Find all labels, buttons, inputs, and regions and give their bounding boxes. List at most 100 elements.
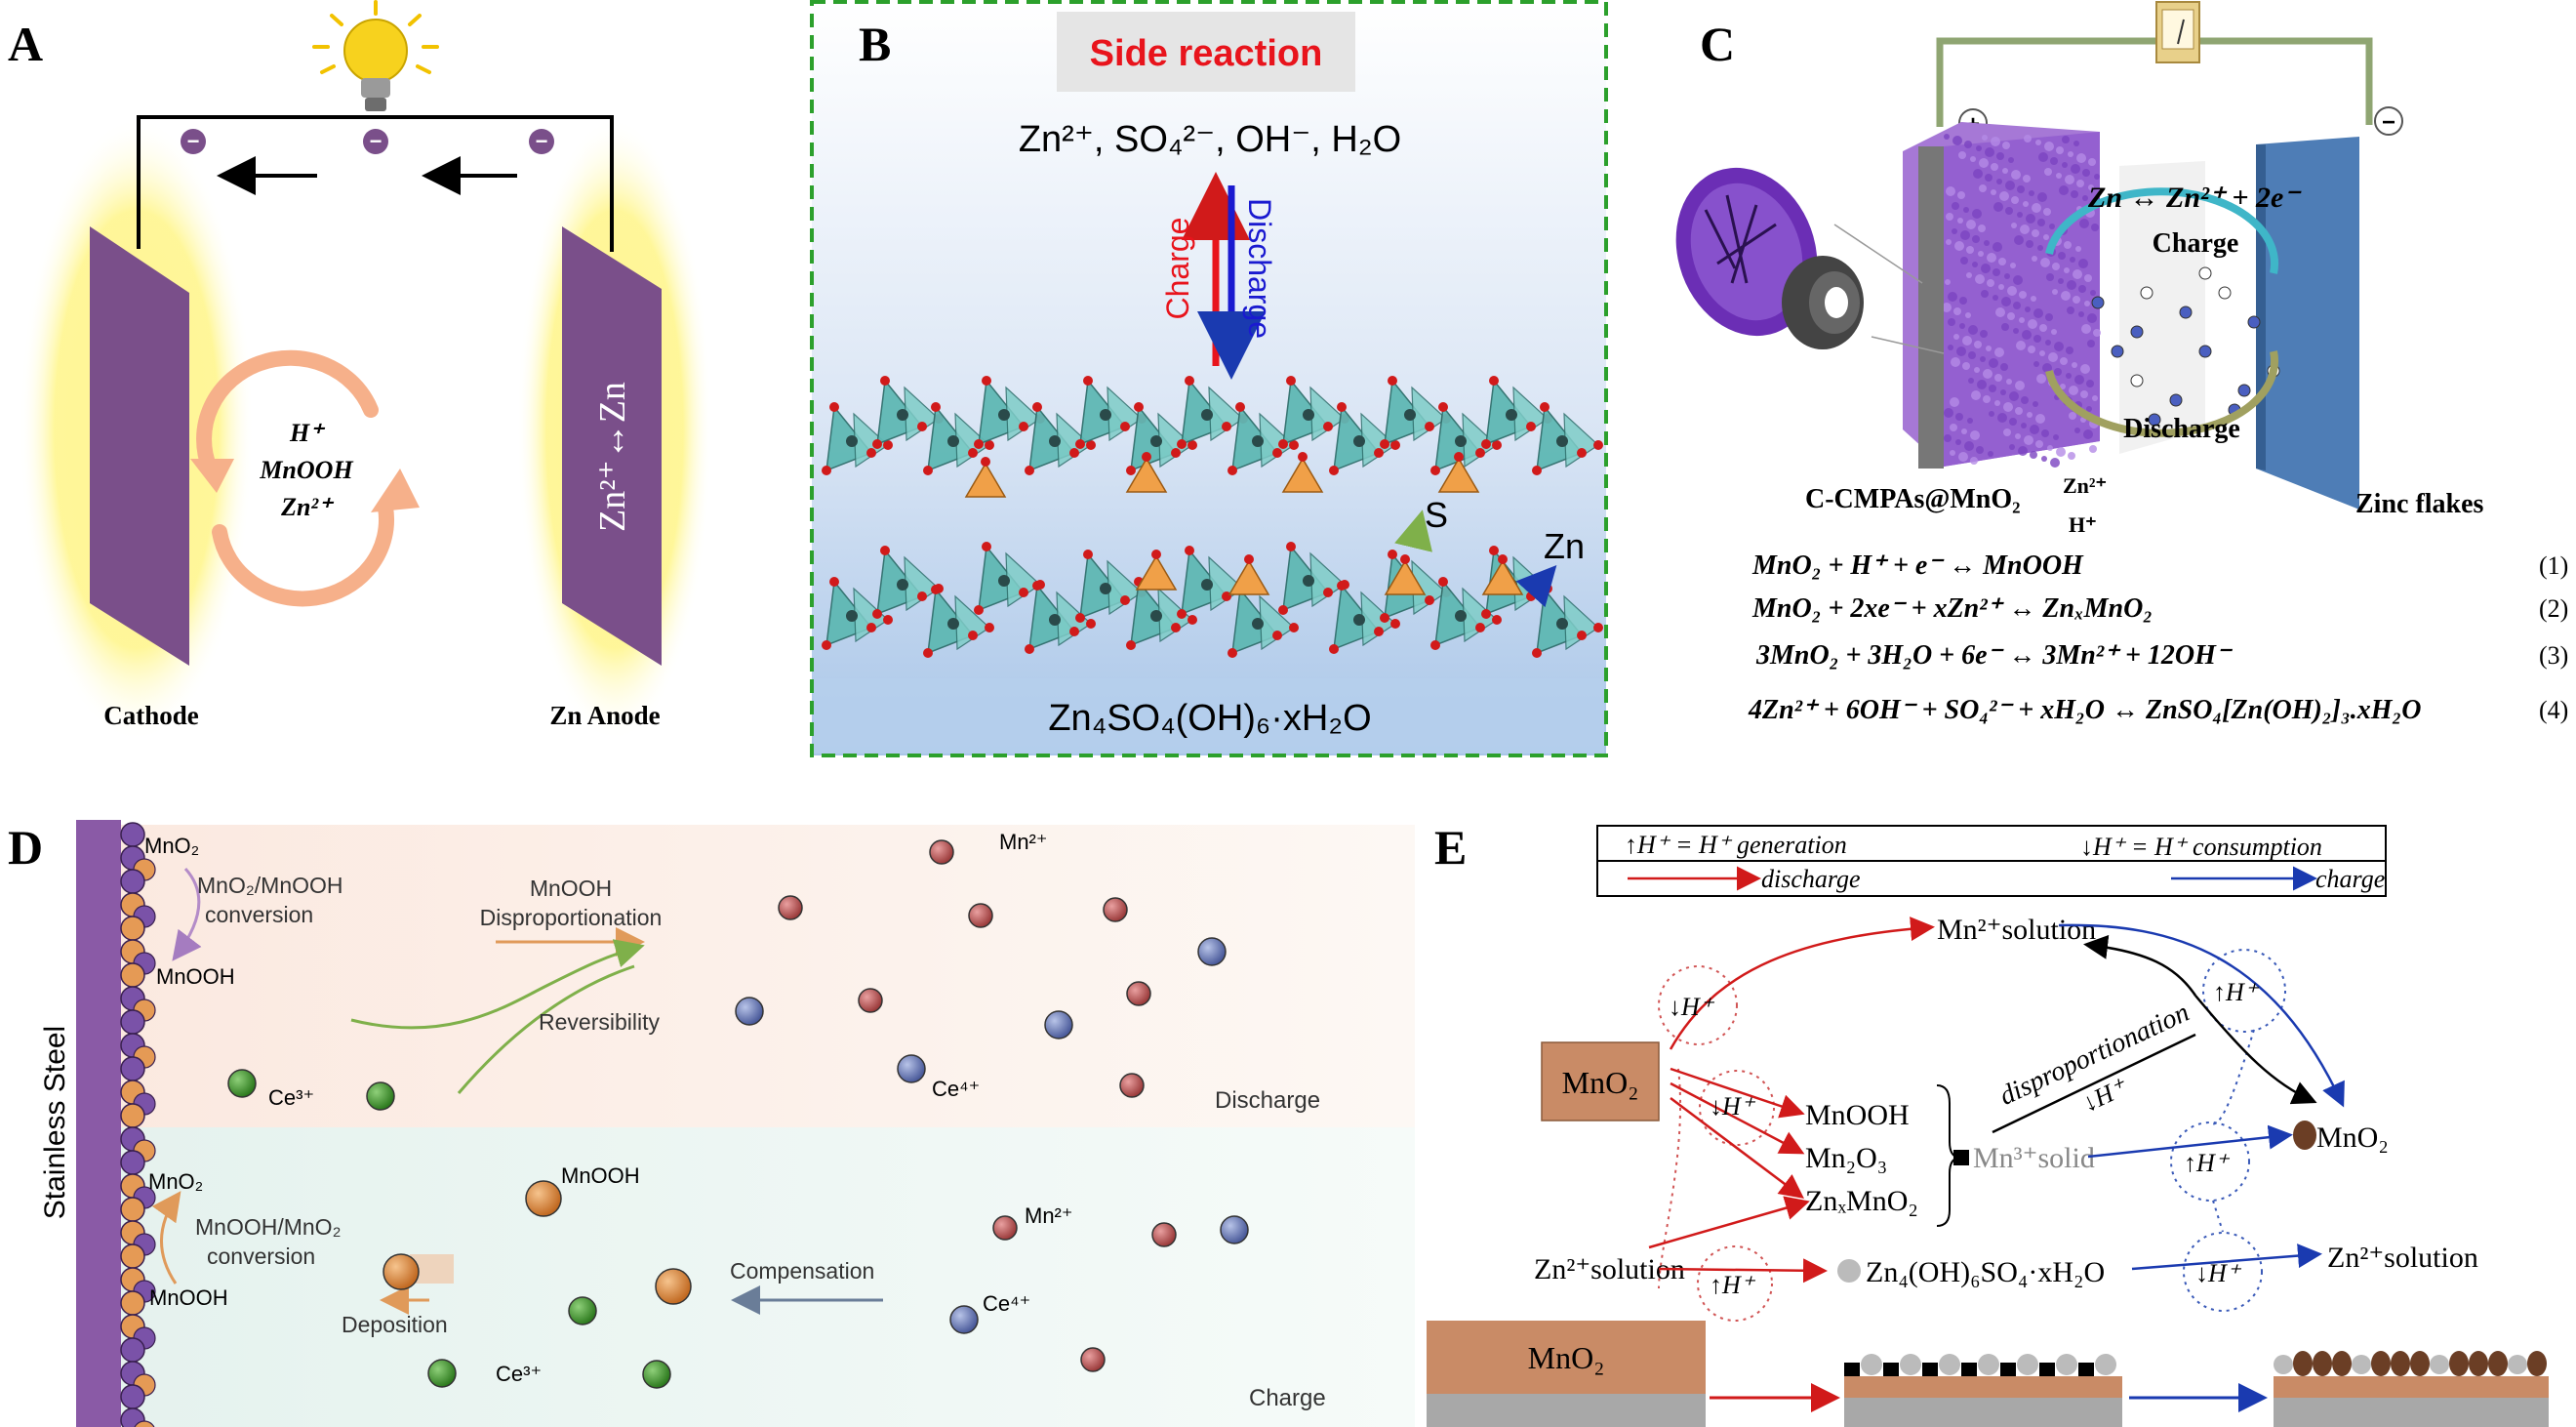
texture-dot — [1987, 253, 1996, 263]
texture-dot — [1959, 323, 1965, 329]
dispro-to-mno2-arrow — [2194, 995, 2317, 1105]
texture-dot — [1960, 257, 1968, 265]
anode-reaction-label: Zn²⁺↔Zn — [592, 382, 633, 532]
ion-dot — [2130, 325, 2144, 339]
ce3-ion — [227, 1069, 257, 1098]
texture-dot — [2078, 311, 2084, 317]
texture-dot — [1974, 367, 1980, 373]
texture-dot — [1957, 218, 1963, 224]
zn-atom — [1455, 435, 1467, 447]
oxygen-atom — [1532, 648, 1542, 658]
oxygen-atom — [1526, 591, 1536, 601]
texture-dot — [1982, 135, 1988, 141]
oxygen-atom — [1069, 627, 1079, 636]
texture-dot — [2059, 185, 2069, 195]
texture-dot — [1964, 141, 1972, 148]
texture-dot — [2001, 297, 2011, 306]
zn-atom — [897, 579, 908, 591]
oxygen-atom — [923, 466, 933, 475]
texture-dot — [1979, 184, 1987, 192]
texture-dot — [2056, 146, 2064, 154]
mn2-ion — [778, 895, 803, 920]
zn-atom — [947, 435, 959, 447]
anode-equation: Zn ↔ Zn²⁺ + 2e⁻ — [2087, 182, 2302, 214]
electrode-particle — [134, 1420, 155, 1427]
texture-dot — [2033, 361, 2039, 367]
texture-dot — [2043, 234, 2049, 240]
texture-dot — [2064, 267, 2070, 273]
ce4-bot-label: Ce⁴⁺ — [983, 1291, 1030, 1316]
oxygen-atom — [1593, 440, 1603, 450]
mn3-particle — [2000, 1363, 2016, 1376]
texture-dot — [2050, 458, 2060, 468]
oxygen-atom — [1171, 623, 1181, 632]
texture-dot — [1946, 213, 1953, 221]
oxygen-atom — [1329, 466, 1339, 475]
texture-dot — [2024, 135, 2032, 143]
mn3-particle — [1961, 1363, 1977, 1376]
texture-dot — [1977, 380, 1987, 389]
oxygen-atom — [1388, 550, 1397, 559]
oxygen-atom — [1177, 609, 1187, 619]
h-label-3: ↑H⁺ — [2213, 978, 2260, 1006]
zn-to-zhs-arrow — [1658, 1258, 1828, 1284]
texture-dot — [2093, 329, 2101, 337]
zn-atom — [1303, 409, 1314, 421]
side-reaction-box — [1057, 12, 1355, 92]
texture-dot — [2071, 190, 2078, 198]
equation-list: MnO₂ + H⁺ + e⁻ ↔ MnOOH (1) MnO₂ + 2xe⁻ +… — [1748, 550, 2568, 725]
zn-atom — [1201, 579, 1213, 591]
texture-dot — [2060, 357, 2068, 365]
texture-dot — [1974, 341, 1982, 348]
texture-dot — [2068, 452, 2075, 460]
legend-discharge: discharge — [1761, 865, 1861, 893]
texture-dot — [1963, 207, 1969, 213]
oxygen-atom — [1019, 588, 1028, 597]
oxygen-atom — [829, 402, 839, 412]
texture-dot — [2050, 157, 2058, 165]
oxygen-atom — [923, 648, 933, 658]
zn-atom — [897, 409, 908, 421]
oxygen-atom — [1286, 542, 1296, 551]
texture-dot — [2030, 451, 2037, 459]
oxygen-atom — [1438, 402, 1448, 412]
texture-dot — [1994, 374, 2002, 382]
sulfate-tetrahedron — [1228, 559, 1270, 595]
h-generate-circle-2 — [2202, 949, 2286, 1033]
texture-dot — [2074, 428, 2080, 433]
oxygen-atom — [1577, 448, 1587, 458]
oxygen-atom — [1019, 422, 1028, 431]
texture-dot — [2023, 175, 2031, 183]
oxygen-atom — [1323, 588, 1333, 597]
texture-dot — [1972, 262, 1978, 267]
ce3-bot-label: Ce³⁺ — [496, 1362, 542, 1386]
texture-dot — [2076, 180, 2084, 187]
ce4-ion — [897, 1054, 926, 1083]
texture-dot — [2054, 368, 2062, 376]
cathode-plate — [90, 226, 189, 666]
texture-dot — [2056, 447, 2066, 457]
texture-dot — [1992, 295, 1998, 301]
texture-dot — [1999, 191, 2009, 201]
substrate-3 — [2274, 1398, 2549, 1427]
conversion-arrow-bot — [151, 1191, 181, 1284]
texture-dot — [1975, 274, 1985, 284]
oxygen-atom — [1228, 466, 1237, 475]
oxygen-atom — [1532, 466, 1542, 475]
mno2-particle — [2391, 1351, 2410, 1376]
arc-label-mnooh: MnOOH — [259, 456, 353, 484]
oxygen-atom — [1337, 581, 1347, 591]
texture-dot — [2060, 384, 2066, 389]
electrode-particle — [120, 1197, 145, 1222]
zn-atom — [947, 618, 959, 630]
oxygen-atom — [883, 615, 893, 625]
texture-dot — [1968, 351, 1976, 359]
oxygen-atom — [1438, 577, 1448, 587]
mno2-box-label: MnO₂ — [1562, 1065, 1639, 1100]
h-consume-circle-2 — [1699, 1070, 1775, 1146]
mno2-block-label: MnO₂ — [1528, 1340, 1605, 1375]
texture-dot — [1944, 434, 1952, 442]
texture-dot — [2000, 363, 2008, 371]
texture-dot — [1992, 268, 2000, 276]
texture-dot — [2026, 240, 2033, 248]
